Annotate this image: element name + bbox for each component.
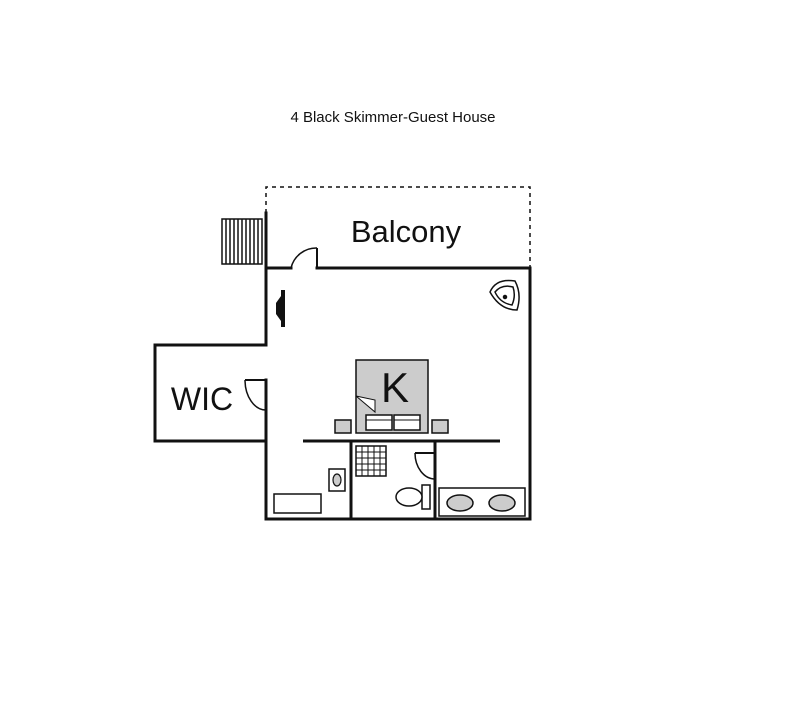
balcony-outline — [265, 186, 531, 268]
king-bed-icon — [355, 359, 429, 434]
bed-size-label: K — [381, 364, 409, 411]
wic-label: WIC — [171, 381, 233, 417]
shower-icon — [355, 445, 387, 477]
double-vanity-icon — [438, 487, 526, 517]
wic-walls — [153, 343, 268, 443]
stairs-icon — [221, 218, 263, 265]
chair-icon — [489, 279, 520, 311]
balcony-label: Balcony — [351, 214, 462, 249]
wic-door-icon — [244, 379, 267, 411]
sink-icon — [328, 468, 346, 492]
plan-title: 4 Black Skimmer-Guest House — [290, 109, 495, 126]
toilet-icon — [395, 484, 431, 510]
nightstand-right — [431, 419, 449, 434]
nightstand-left — [334, 419, 352, 434]
tv-icon — [276, 290, 285, 327]
bathroom-door-icon — [414, 452, 436, 480]
balcony-door-icon — [290, 247, 318, 269]
main-walls — [264, 211, 532, 521]
counter-icon — [273, 493, 322, 514]
